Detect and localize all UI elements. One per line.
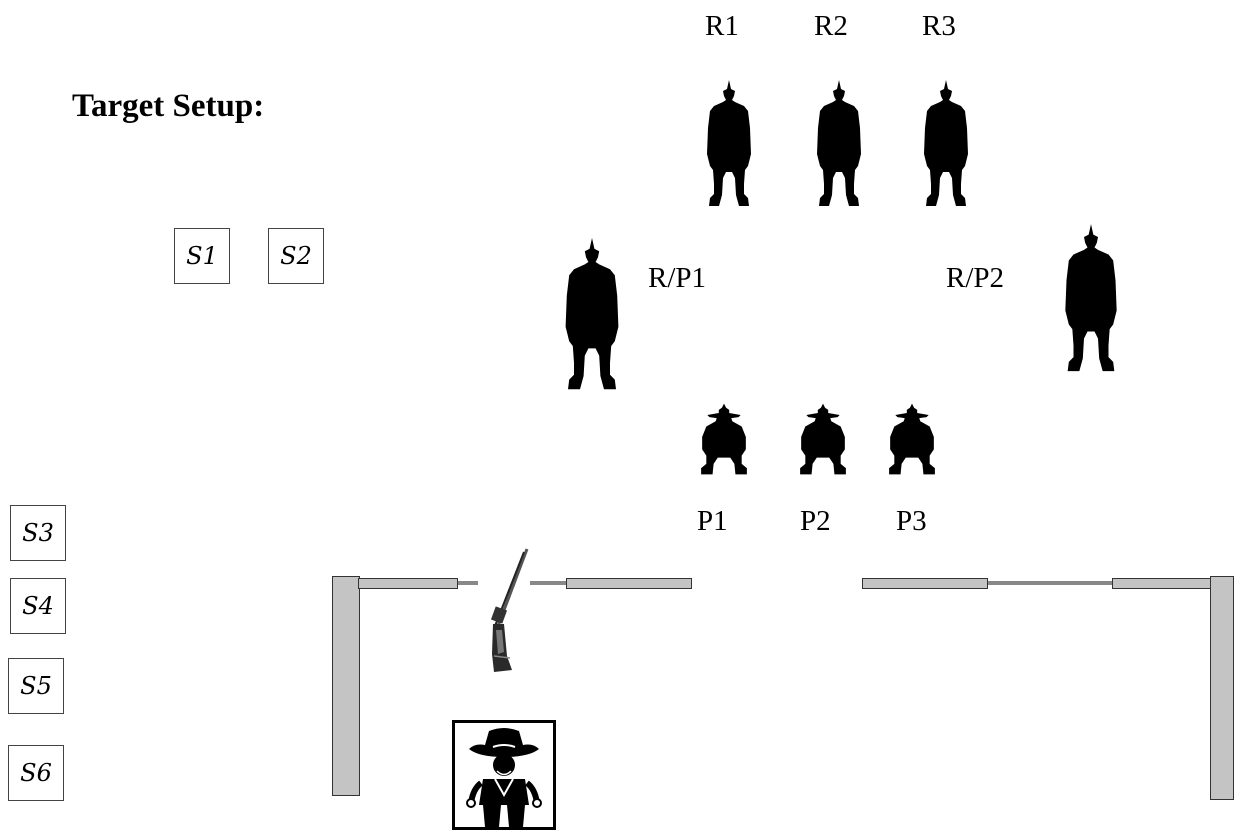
left-table-a xyxy=(358,578,458,589)
left-wall xyxy=(332,576,360,796)
target-r3 xyxy=(924,80,968,206)
left-rail-b xyxy=(530,581,566,585)
target-r2 xyxy=(817,80,861,206)
label-r2: R2 xyxy=(814,10,848,42)
right-wall xyxy=(1210,576,1234,800)
label-p1: P1 xyxy=(697,505,728,537)
label-rp2: R/P2 xyxy=(946,262,1005,294)
target-p1 xyxy=(701,403,747,475)
shotgun-target-s4: S4 xyxy=(10,578,66,634)
shotgun-target-s5: S5 xyxy=(8,658,64,714)
shotgun-target-s3: S3 xyxy=(10,505,66,561)
target-p3 xyxy=(889,403,935,475)
cowboy-shooter-icon xyxy=(466,728,542,827)
right-table-a xyxy=(862,578,988,589)
right-table-b xyxy=(1112,578,1214,589)
page-title: Target Setup: xyxy=(72,88,265,124)
rifle-icon xyxy=(490,548,529,672)
target-rp1 xyxy=(565,238,619,390)
target-p2 xyxy=(800,403,846,475)
shotgun-target-s1: S1 xyxy=(174,228,230,284)
target-rp2 xyxy=(1065,224,1117,372)
shotgun-target-s6: S6 xyxy=(8,745,64,801)
right-rail xyxy=(988,581,1112,585)
label-r3: R3 xyxy=(922,10,956,42)
shooter-position xyxy=(452,720,556,830)
label-p2: P2 xyxy=(800,505,831,537)
label-rp1: R/P1 xyxy=(648,262,707,294)
label-p3: P3 xyxy=(896,505,927,537)
target-r1 xyxy=(707,80,751,206)
label-r1: R1 xyxy=(705,10,739,42)
shotgun-target-s2: S2 xyxy=(268,228,324,284)
left-table-b xyxy=(566,578,692,589)
left-rail-a xyxy=(458,581,478,585)
